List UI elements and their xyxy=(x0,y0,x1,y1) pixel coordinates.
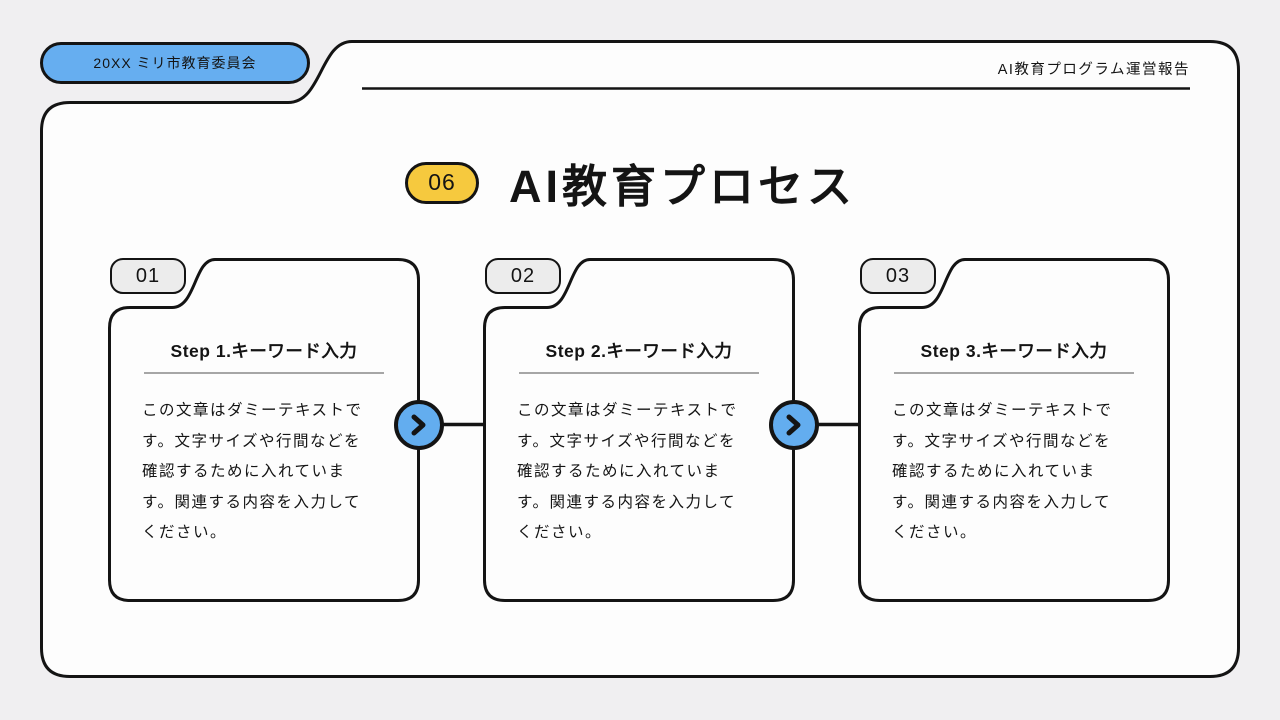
step-2-heading: Step 2.キーワード入力 xyxy=(545,341,733,361)
step-3-heading-rule xyxy=(894,372,1134,374)
slide-title: AI教育プロセス xyxy=(509,161,857,212)
step-1-heading: Step 1.キーワード入力 xyxy=(170,341,358,361)
step-2-body: この文章はダミーテキストで す。文字サイズや行間などを 確認するために入れていま… xyxy=(517,402,738,541)
step-card-2-outline xyxy=(483,258,795,602)
organization-badge-label: 20XX ミリ市教育委員会 xyxy=(93,55,257,71)
slide-number-badge: 06 xyxy=(405,161,479,204)
step-card-2: 02 Step 2.キーワード入力 この文章はダミーテキストで す。文字サイズや… xyxy=(483,258,795,602)
step-1-heading-rule xyxy=(144,372,384,374)
step-2-heading-rule xyxy=(519,372,759,374)
step-3-heading: Step 3.キーワード入力 xyxy=(920,341,1108,361)
slide-title-row: 06 AI教育プロセス xyxy=(405,150,856,215)
step-card-1-outline xyxy=(108,258,420,602)
step-card-1: 01 Step 1.キーワード入力 この文章はダミーテキストで す。文字サイズや… xyxy=(108,258,420,602)
arrow-circle-2 xyxy=(769,400,819,450)
organization-badge: 20XX ミリ市教育委員会 xyxy=(40,42,310,84)
step-2-tab: 02 xyxy=(485,258,561,294)
chevron-right-icon xyxy=(411,414,426,436)
step-card-3-outline xyxy=(858,258,1170,602)
chevron-right-icon xyxy=(786,414,801,436)
arrow-circle-1 xyxy=(394,400,444,450)
step-3-body: この文章はダミーテキストで す。文字サイズや行間などを 確認するために入れていま… xyxy=(892,402,1113,541)
step-3-tab: 03 xyxy=(860,258,936,294)
step-1-tab: 01 xyxy=(110,258,186,294)
step-1-body: この文章はダミーテキストで す。文字サイズや行間などを 確認するために入れていま… xyxy=(142,402,363,541)
report-title: AI教育プログラム運営報告 xyxy=(997,62,1190,78)
step-card-3: 03 Step 3.キーワード入力 この文章はダミーテキストで す。文字サイズや… xyxy=(858,258,1170,602)
